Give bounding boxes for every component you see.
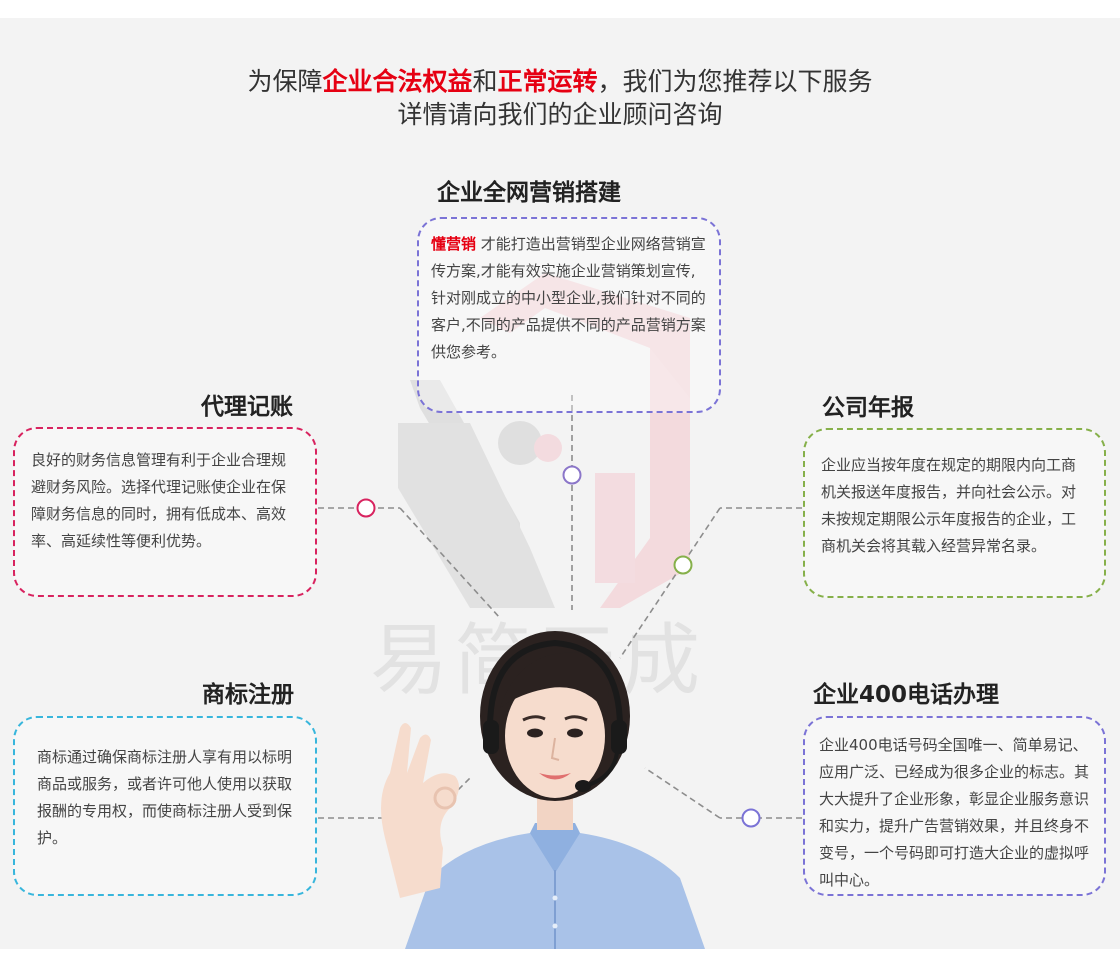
connector-node-icon — [741, 808, 761, 828]
headline-suffix: ，我们为您推荐以下服务 — [597, 67, 873, 96]
service-title-bookkeeping: 代理记账 — [201, 394, 293, 420]
service-card-marketing[interactable]: 懂营销 才能打造出营销型企业网络营销宣传方案,才能有效实施企业营销策划宣传,针对… — [417, 217, 721, 413]
headline-mid: 和 — [472, 67, 498, 96]
service-title-trademark: 商标注册 — [202, 682, 294, 708]
service-card-trademark[interactable]: 商标通过确保商标注册人享有用以标明商品或服务，或者许可他人使用以获取报酬的专用权… — [13, 716, 317, 896]
service-card-phone400[interactable]: 企业400电话号码全国唯一、简单易记、应用广泛、已经成为很多企业的标志。其大大提… — [803, 716, 1106, 896]
service-text-bookkeeping: 良好的财务信息管理有利于企业合理规避财务风险。选择代理记账使企业在保障财务信息的… — [31, 451, 287, 550]
service-text-marketing: 才能打造出营销型企业网络营销宣传方案,才能有效实施企业营销策划宣传,针对刚成立的… — [431, 235, 706, 361]
headline-highlight-rights: 企业合法权益 — [322, 67, 473, 96]
bottom-spacer — [0, 949, 1120, 969]
service-text-trademark: 商标通过确保商标注册人享有用以标明商品或服务，或者许可他人使用以获取报酬的专用权… — [37, 748, 293, 847]
service-lead-marketing: 懂营销 — [431, 235, 477, 253]
headline-prefix: 为保障 — [247, 67, 323, 96]
service-title-annual-report: 公司年报 — [822, 395, 914, 421]
service-panel: 易简天成 — [0, 18, 1120, 949]
service-title-marketing: 企业全网营销搭建 — [437, 180, 621, 206]
service-text-annual-report: 企业应当按年度在规定的期限内向工商机关报送年度报告，并向社会公示。对未按规定期限… — [821, 456, 1077, 555]
connector-node-icon — [562, 465, 582, 485]
service-card-bookkeeping[interactable]: 良好的财务信息管理有利于企业合理规避财务风险。选择代理记账使企业在保障财务信息的… — [13, 427, 317, 597]
connector-node-icon — [356, 498, 376, 518]
service-card-annual-report[interactable]: 企业应当按年度在规定的期限内向工商机关报送年度报告，并向社会公示。对未按规定期限… — [803, 428, 1106, 598]
headline-line-2: 详情请向我们的企业顾问咨询 — [397, 100, 723, 129]
headline-highlight-operation: 正常运转 — [497, 67, 598, 96]
service-title-phone400: 企业400电话办理 — [813, 682, 1000, 708]
headline-line-1: 为保障企业合法权益和正常运转，我们为您推荐以下服务 — [0, 66, 1120, 98]
watermark-logo — [398, 273, 690, 608]
connector-node-icon — [673, 555, 693, 575]
agent-headset-illustration — [381, 631, 705, 949]
service-text-phone400: 企业400电话号码全国唯一、简单易记、应用广泛、已经成为很多企业的标志。其大大提… — [819, 736, 1090, 889]
